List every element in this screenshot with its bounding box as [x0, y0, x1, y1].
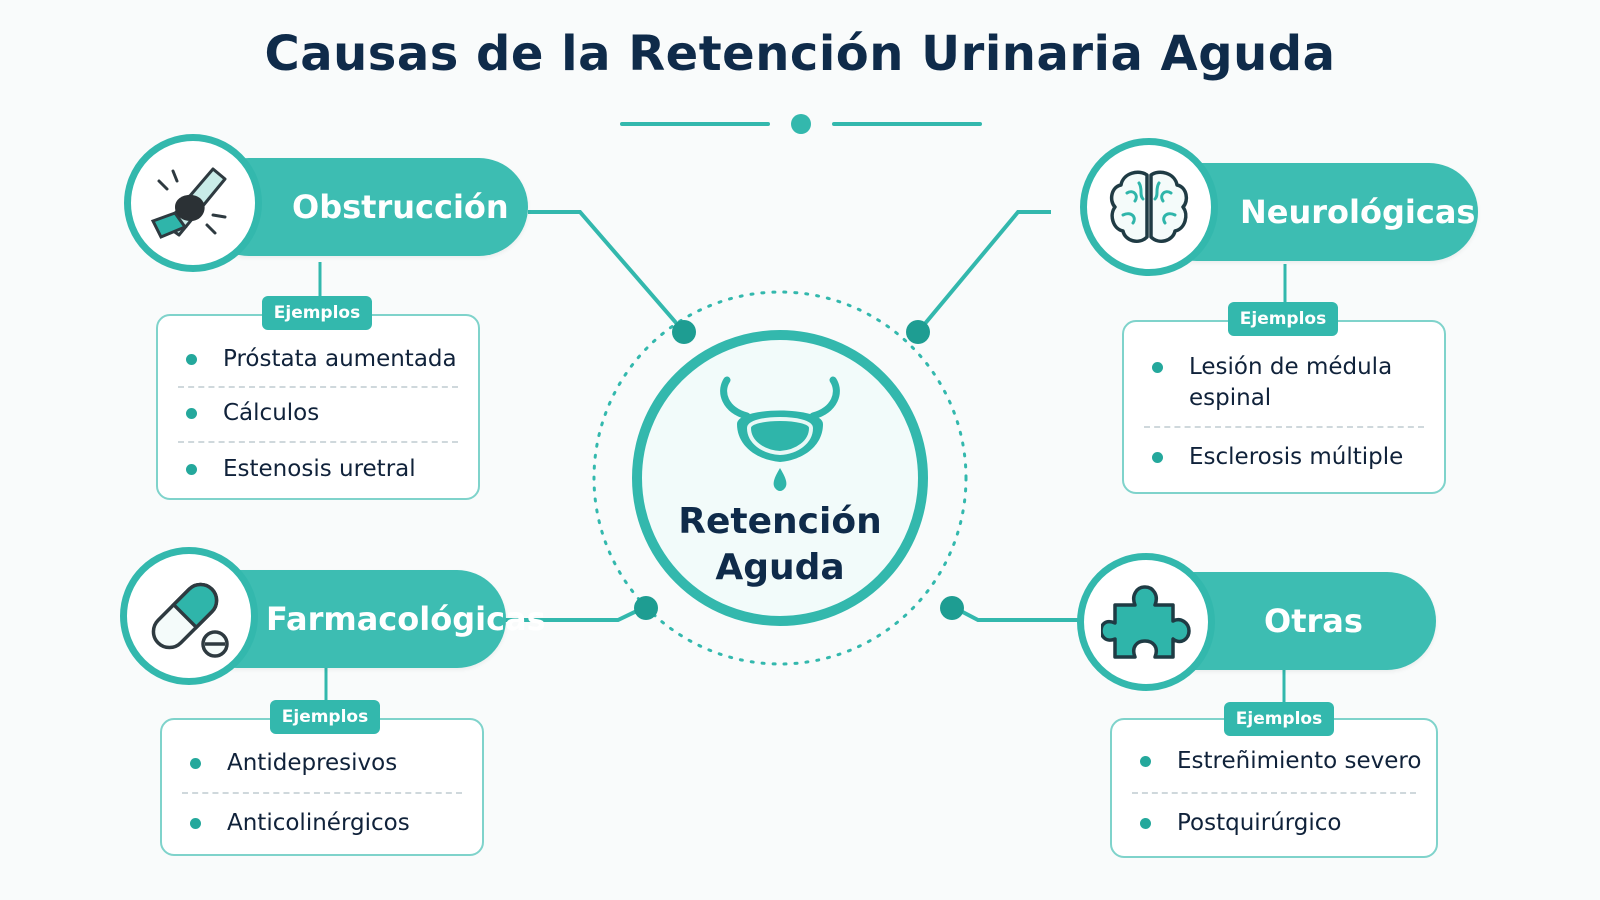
list-item: Próstata aumentada [186, 344, 478, 375]
examples-card-neurologicas: Lesión de médula espinal Esclerosis múlt… [1122, 320, 1446, 494]
puzzle-icon [1101, 585, 1191, 659]
title-divider-dot [791, 114, 811, 134]
center-dotted-ring [592, 290, 968, 666]
category-icon-circle-farmacologicas [120, 547, 258, 685]
list-item: Esclerosis múltiple [1152, 442, 1444, 473]
node-dot-neurologicas [906, 320, 930, 344]
list-item: Anticolinérgicos [190, 808, 482, 839]
node-dot-obstruccion [672, 320, 696, 344]
examples-badge-neurologicas: Ejemplos [1228, 302, 1338, 336]
connector-otras [954, 606, 1080, 622]
category-label-obstruccion: Obstrucción [292, 188, 509, 226]
examples-card-obstruccion: Próstata aumentada Cálculos Estenosis ur… [156, 314, 480, 500]
examples-card-otras: Estreñimiento severo Postquirúrgico [1110, 718, 1438, 858]
node-dot-otras [940, 596, 964, 620]
connector-farmacologicas [505, 606, 644, 622]
list-item: Cálculos [186, 398, 478, 429]
urethra-stone-icon [150, 167, 227, 239]
center-label-line2: Aguda [715, 547, 845, 588]
connector-neurologicas [916, 210, 1051, 334]
list-item: Estreñimiento severo [1140, 746, 1436, 777]
examples-badge-obstruccion: Ejemplos [262, 296, 372, 330]
brain-icon [1109, 170, 1189, 243]
center-label-line1: Retención [678, 501, 882, 542]
examples-badge-otras: Ejemplos [1224, 702, 1334, 736]
category-icon-circle-otras [1077, 553, 1215, 691]
category-label-farmacologicas: Farmacológicas [266, 600, 546, 638]
list-item: Postquirúrgico [1140, 808, 1436, 839]
examples-card-farmacologicas: Antidepresivos Anticolinérgicos [160, 718, 484, 856]
list-item: Estenosis uretral [186, 454, 478, 485]
title-divider-right [832, 122, 982, 126]
list-item: Antidepresivos [190, 748, 482, 779]
page-title: Causas de la Retención Urinaria Aguda [264, 26, 1336, 82]
title-divider-left [620, 122, 770, 126]
list-item: Lesión de médula espinal [1152, 352, 1444, 414]
bladder-icon [720, 376, 840, 491]
category-icon-circle-neurologicas [1080, 138, 1218, 276]
category-label-neurologicas: Neurológicas [1240, 193, 1476, 231]
category-icon-circle-obstruccion [124, 134, 262, 272]
node-dot-farmacologicas [634, 596, 658, 620]
center-node: Retención Aguda [632, 330, 928, 626]
pill-icon [151, 582, 229, 658]
category-label-otras: Otras [1264, 602, 1363, 640]
examples-badge-farmacologicas: Ejemplos [270, 700, 380, 734]
connector-obstruccion [528, 210, 686, 334]
